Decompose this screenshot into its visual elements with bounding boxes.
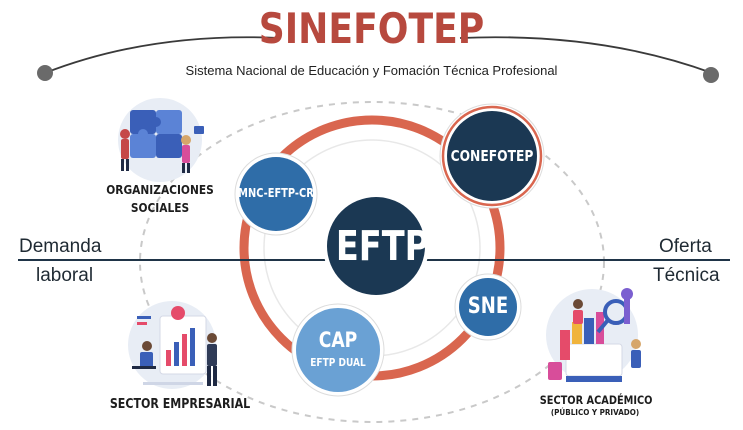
mnc-node [239,157,313,231]
arc-end-right [703,67,719,83]
org-label-line1: ORGANIZACIONES [106,182,214,197]
page-title: SINEFOTEP [258,4,485,53]
top-arc-right [459,36,713,74]
eftp-node [327,197,425,295]
business-presentation-icon [128,301,217,389]
axis-label-tecnica: Técnica [653,265,720,286]
axis-label-oferta: Oferta [659,236,712,257]
academico-sublabel: (PÚBLICO Y PRIVADO) [550,408,640,417]
empresarial-label: SECTOR EMPRESARIAL [109,397,251,412]
puzzle-teamwork-icon [118,98,204,182]
sne-node [459,278,517,336]
conefotep-node-ring [441,105,543,207]
dashed-orbit [139,101,605,423]
top-arc [44,36,281,74]
page-subtitle: Sistema Nacional de Educación y Fomación… [185,63,558,78]
org-label-line2: SOCIALES [130,200,190,215]
academic-books-icon [546,288,641,382]
axis-label-laboral: laboral [36,265,94,286]
eftp-label: EFTP [335,222,430,270]
cap-node [296,308,380,392]
cap-sublabel: EFTP DUAL [310,356,366,369]
axis-label-demanda: Demanda [19,236,102,257]
sne-label: SNE [467,294,509,319]
cap-label: CAP [318,328,358,352]
conefotep-label: CONEFOTEP [450,147,534,165]
arc-end-left [37,65,53,81]
conefotep-node [447,111,537,201]
mnc-label: MNC-EFTP-CR [238,186,314,200]
academico-label: SECTOR ACADÉMICO [539,393,653,407]
